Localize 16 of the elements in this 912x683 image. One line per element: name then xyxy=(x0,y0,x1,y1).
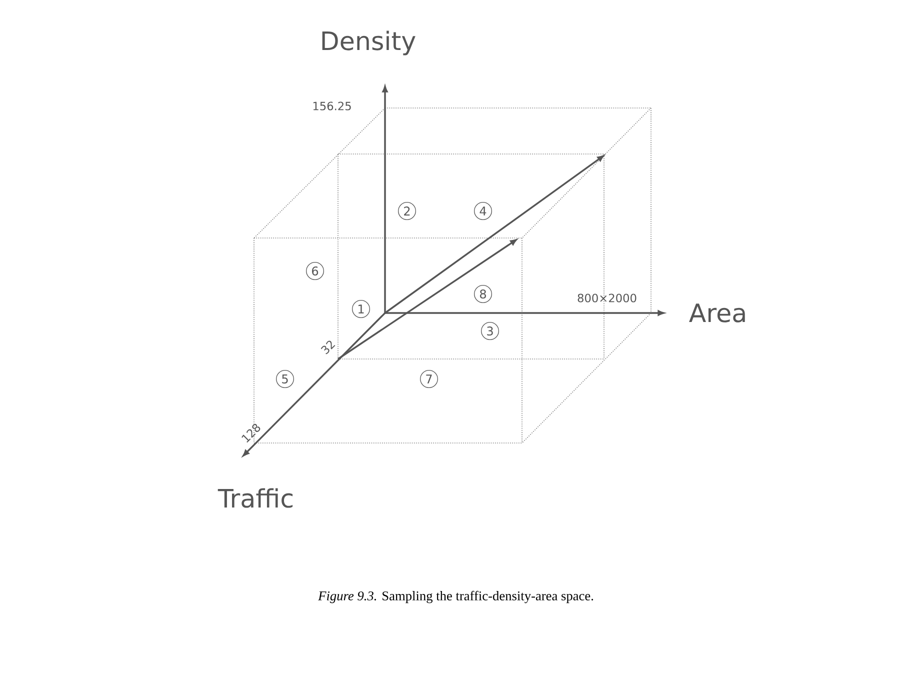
region-number: 7 xyxy=(420,370,438,388)
region-number: 5 xyxy=(276,370,294,388)
region-number: 2 xyxy=(398,202,416,220)
tick-label: 800×2000 xyxy=(578,294,636,302)
axis-title: Traffic xyxy=(218,488,293,508)
region-number: 1 xyxy=(352,300,370,318)
tick-label: 32 xyxy=(320,340,336,354)
region-number: 6 xyxy=(306,262,324,280)
tick-label: 128 xyxy=(242,424,260,443)
axis-title: Area xyxy=(689,304,745,322)
axis-title: Density xyxy=(322,30,416,56)
tick-label: 156.25 xyxy=(313,102,351,110)
region-number: 4 xyxy=(474,202,492,220)
region-number: 3 xyxy=(481,322,500,340)
region-number: 8 xyxy=(474,285,492,303)
caption: Figure 9.3. Sampling the traffic-density-area space. xyxy=(318,590,594,604)
